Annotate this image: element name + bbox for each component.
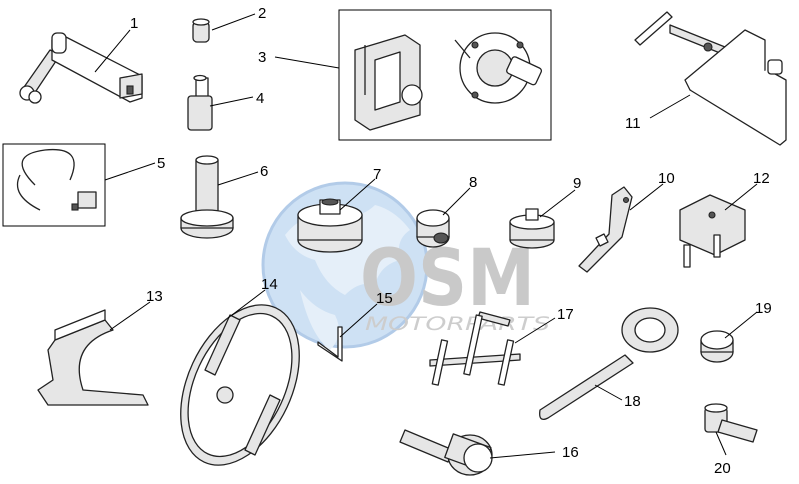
callout-14: 14 [261, 276, 278, 293]
part-20-sleeve-tool [704, 403, 758, 443]
callout-6: 6 [260, 163, 268, 180]
watermark-tagline: MOTORPARTS [365, 313, 550, 335]
part-10-lever [578, 186, 633, 273]
part-4-pin [187, 74, 213, 131]
part-9-small-cup [509, 208, 555, 249]
part-6-drift [180, 155, 234, 239]
callout-18: 18 [624, 393, 641, 410]
callout-13: 13 [146, 288, 163, 305]
watermark-brand: OSM [360, 234, 535, 324]
part-5-clamp-box [2, 143, 106, 227]
callout-3: 3 [258, 49, 266, 66]
callout-7: 7 [373, 166, 381, 183]
callout-11: 11 [625, 115, 641, 132]
part-18-spanner [539, 307, 679, 421]
callout-20: 20 [714, 460, 731, 477]
part-2-sleeve [192, 18, 210, 43]
callout-12: 12 [753, 170, 770, 187]
callout-8: 8 [469, 174, 477, 191]
part-8-bush [416, 209, 450, 248]
part-3-puller-box [338, 9, 552, 141]
callout-16: 16 [562, 444, 579, 461]
part-15-hook [317, 326, 343, 362]
part-16-threaded-drift [399, 429, 493, 476]
part-1-crank-tool [19, 32, 143, 104]
part-17-pin-set [429, 311, 521, 386]
part-12-bracket [679, 194, 746, 268]
part-19-gear [700, 330, 734, 363]
leader-lines [94, 13, 758, 459]
callout-17: 17 [557, 306, 574, 323]
callout-10: 10 [658, 170, 675, 187]
callout-9: 9 [573, 175, 581, 192]
part-13-plate [37, 309, 149, 406]
callout-4: 4 [256, 90, 264, 107]
callout-19: 19 [755, 300, 772, 317]
part-7-cup-tool [297, 198, 363, 253]
callout-15: 15 [376, 290, 393, 307]
callout-1: 1 [130, 15, 138, 32]
part-11-frame [634, 11, 787, 146]
callout-2: 2 [258, 5, 266, 22]
part-14-wheel [180, 304, 300, 466]
callout-labels: 1 2 3 4 5 6 7 8 9 10 11 12 13 14 15 16 1… [130, 5, 772, 477]
callout-5: 5 [157, 155, 165, 172]
